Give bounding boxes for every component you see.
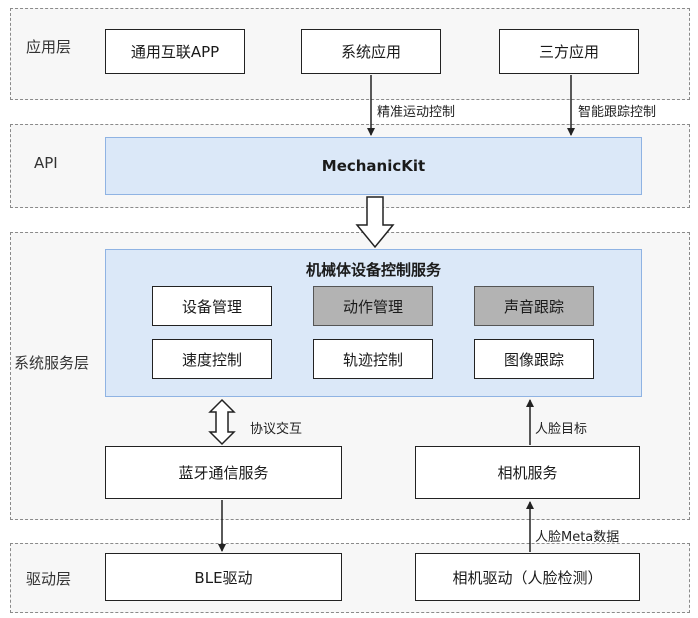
note-smart-tracking-control: 智能跟踪控制 [578,105,657,120]
mechanickit-api-box: MechanicKit [105,137,642,195]
note-protocol-interaction: 协议交互 [250,422,303,437]
bluetooth-communication-service: 蓝牙通信服务 [105,446,342,499]
app-box-system-app: 系统应用 [301,29,441,74]
note-face-meta-data: 人脸Meta数据 [535,530,620,545]
ble-driver: BLE驱动 [105,553,342,601]
module-sound-tracking: 声音跟踪 [474,286,594,326]
api-layer-label: API [34,154,58,172]
driver-layer-label: 驱动层 [26,570,72,588]
module-action-management: 动作管理 [313,286,433,326]
device-control-service-title: 机械体设备控制服务 [305,261,441,279]
module-speed-control: 速度控制 [152,339,272,379]
app-box-third-party: 三方应用 [499,29,639,74]
app-box-general-interconnect: 通用互联APP [105,29,245,74]
mechanickit-label: MechanicKit [321,157,426,175]
camera-driver: 相机驱动（人脸检测） [415,553,640,601]
note-precise-motion-control: 精准运动控制 [377,105,456,120]
module-device-management: 设备管理 [152,286,272,326]
application-layer-label: 应用层 [26,38,72,56]
note-face-target: 人脸目标 [535,422,588,437]
module-image-tracking: 图像跟踪 [474,339,594,379]
system-service-layer-label: 系统服务层 [14,354,90,372]
module-trajectory-control: 轨迹控制 [313,339,433,379]
camera-service: 相机服务 [415,446,640,499]
